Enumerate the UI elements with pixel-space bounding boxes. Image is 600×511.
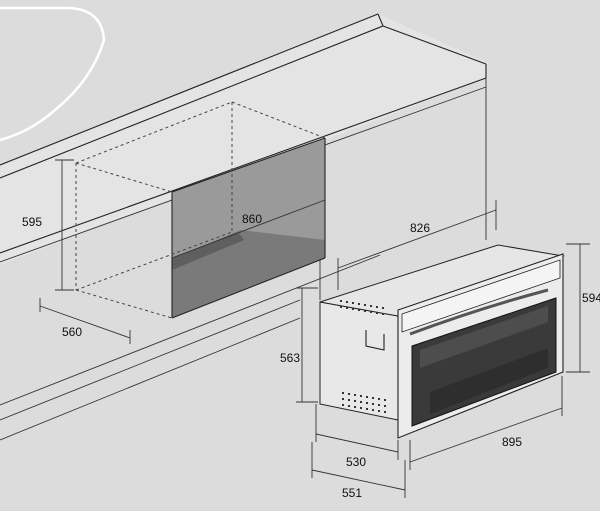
oven-vents-bottom [342,392,386,413]
niche-cutout [75,101,326,319]
niche-dimensions: 595 560 860 [22,159,326,344]
oven [319,244,565,439]
oven-vents-top [340,300,384,315]
dim-oven-total-depth: 551 [342,486,362,500]
oven-dimensions: 826 594 563 530 551 895 [280,200,600,500]
oven-handle [409,288,549,336]
oven-body-side [319,301,399,421]
dim-niche-depth: 560 [62,325,82,339]
dim-oven-front-height: 594 [582,291,600,305]
dim-oven-width: 826 [410,221,430,235]
hob-outline [0,6,106,142]
cabinet-panels [0,78,487,441]
dim-niche-height: 595 [22,215,42,229]
oven-side-bracket [365,330,385,351]
dim-oven-front-width: 895 [502,435,522,449]
countertop [0,13,487,265]
dim-niche-width: 860 [242,212,262,226]
dim-oven-body-depth: 530 [346,455,366,469]
dim-oven-body-height: 563 [280,351,300,365]
